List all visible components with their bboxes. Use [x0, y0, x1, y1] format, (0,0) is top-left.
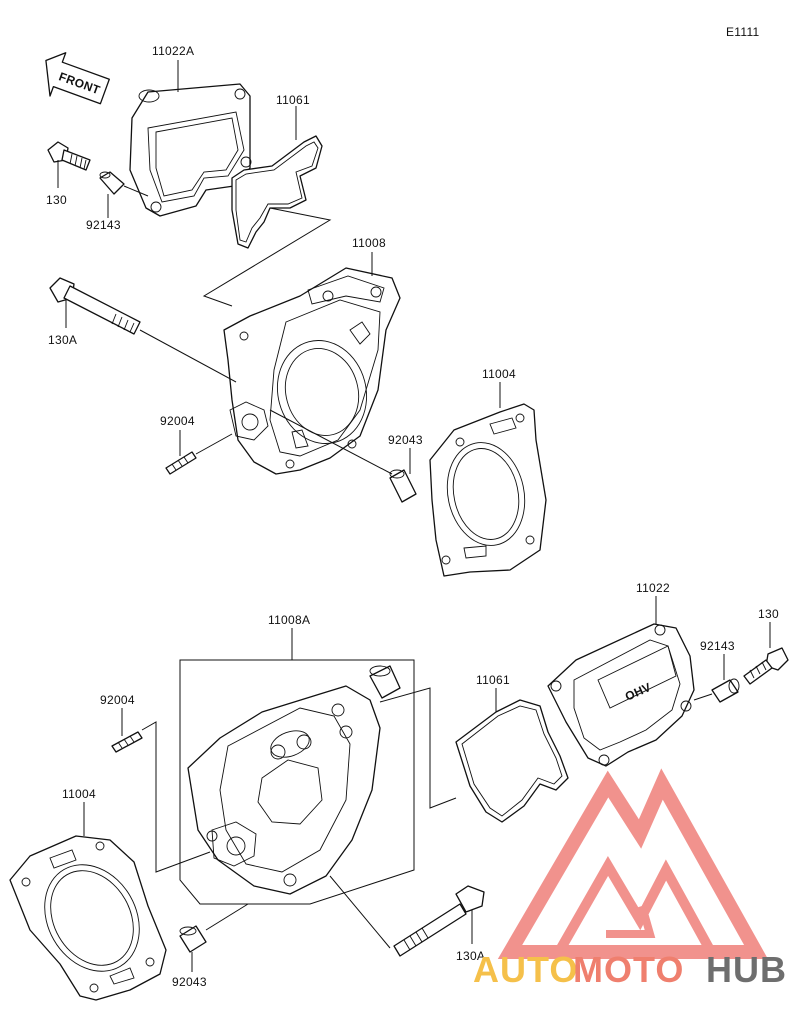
label-bottom-collar: 92143 [700, 639, 735, 653]
label-bottom-bolt: 130 [758, 607, 779, 621]
watermark-logo-icon [497, 768, 768, 959]
label-top-dowel: 92043 [388, 433, 423, 447]
bottom-long-bolt [393, 885, 485, 957]
diagram-code: E1111 [726, 25, 760, 39]
bottom-bolt [743, 647, 789, 685]
label-bottom-stud: 92004 [100, 693, 135, 707]
top-dowel [389, 469, 417, 503]
bottom-collar [711, 678, 740, 703]
label-bottom-cover: 11022 [636, 581, 670, 595]
top-head-gasket [429, 403, 547, 577]
top-stud [165, 451, 197, 475]
label-bottom-head-gasket: 11004 [62, 787, 96, 801]
top-cover-gasket [231, 135, 323, 249]
top-collar [99, 171, 125, 195]
front-arrow-icon: FRONT [45, 52, 110, 105]
label-top-cover: 11022A [152, 44, 194, 58]
label-top-long-bolt: 130A [48, 333, 77, 347]
bottom-head-gasket [9, 835, 167, 1001]
top-bolt [47, 141, 91, 171]
bottom-cover-gasket [455, 699, 569, 823]
top-cylinder-head [223, 267, 401, 475]
label-top-stud: 92004 [160, 414, 195, 428]
bottom-dowel [179, 925, 207, 953]
label-bottom-head: 11008A [268, 613, 310, 627]
label-bottom-dowel: 92043 [172, 975, 207, 989]
top-long-bolt [49, 277, 141, 335]
top-cylinder-head-cover [129, 83, 252, 217]
watermark-auto: AUTO [473, 949, 578, 990]
bottom-cylinder-head [187, 665, 401, 895]
bottom-cylinder-head-cover: OHV [547, 623, 695, 767]
watermark-text: AUTO MOTO HUB [473, 949, 787, 990]
label-top-head: 11008 [352, 236, 386, 250]
watermark-moto: MOTO [573, 949, 684, 990]
watermark-hub: HUB [706, 949, 787, 990]
label-bottom-cover-gasket: 11061 [476, 673, 510, 687]
label-top-head-gasket: 11004 [482, 367, 516, 381]
label-top-bolt: 130 [46, 193, 67, 207]
label-bottom-long-bolt: 130A [456, 949, 485, 963]
label-top-collar: 92143 [86, 218, 121, 232]
bottom-stud [111, 731, 143, 753]
label-top-gasket: 11061 [276, 93, 310, 107]
